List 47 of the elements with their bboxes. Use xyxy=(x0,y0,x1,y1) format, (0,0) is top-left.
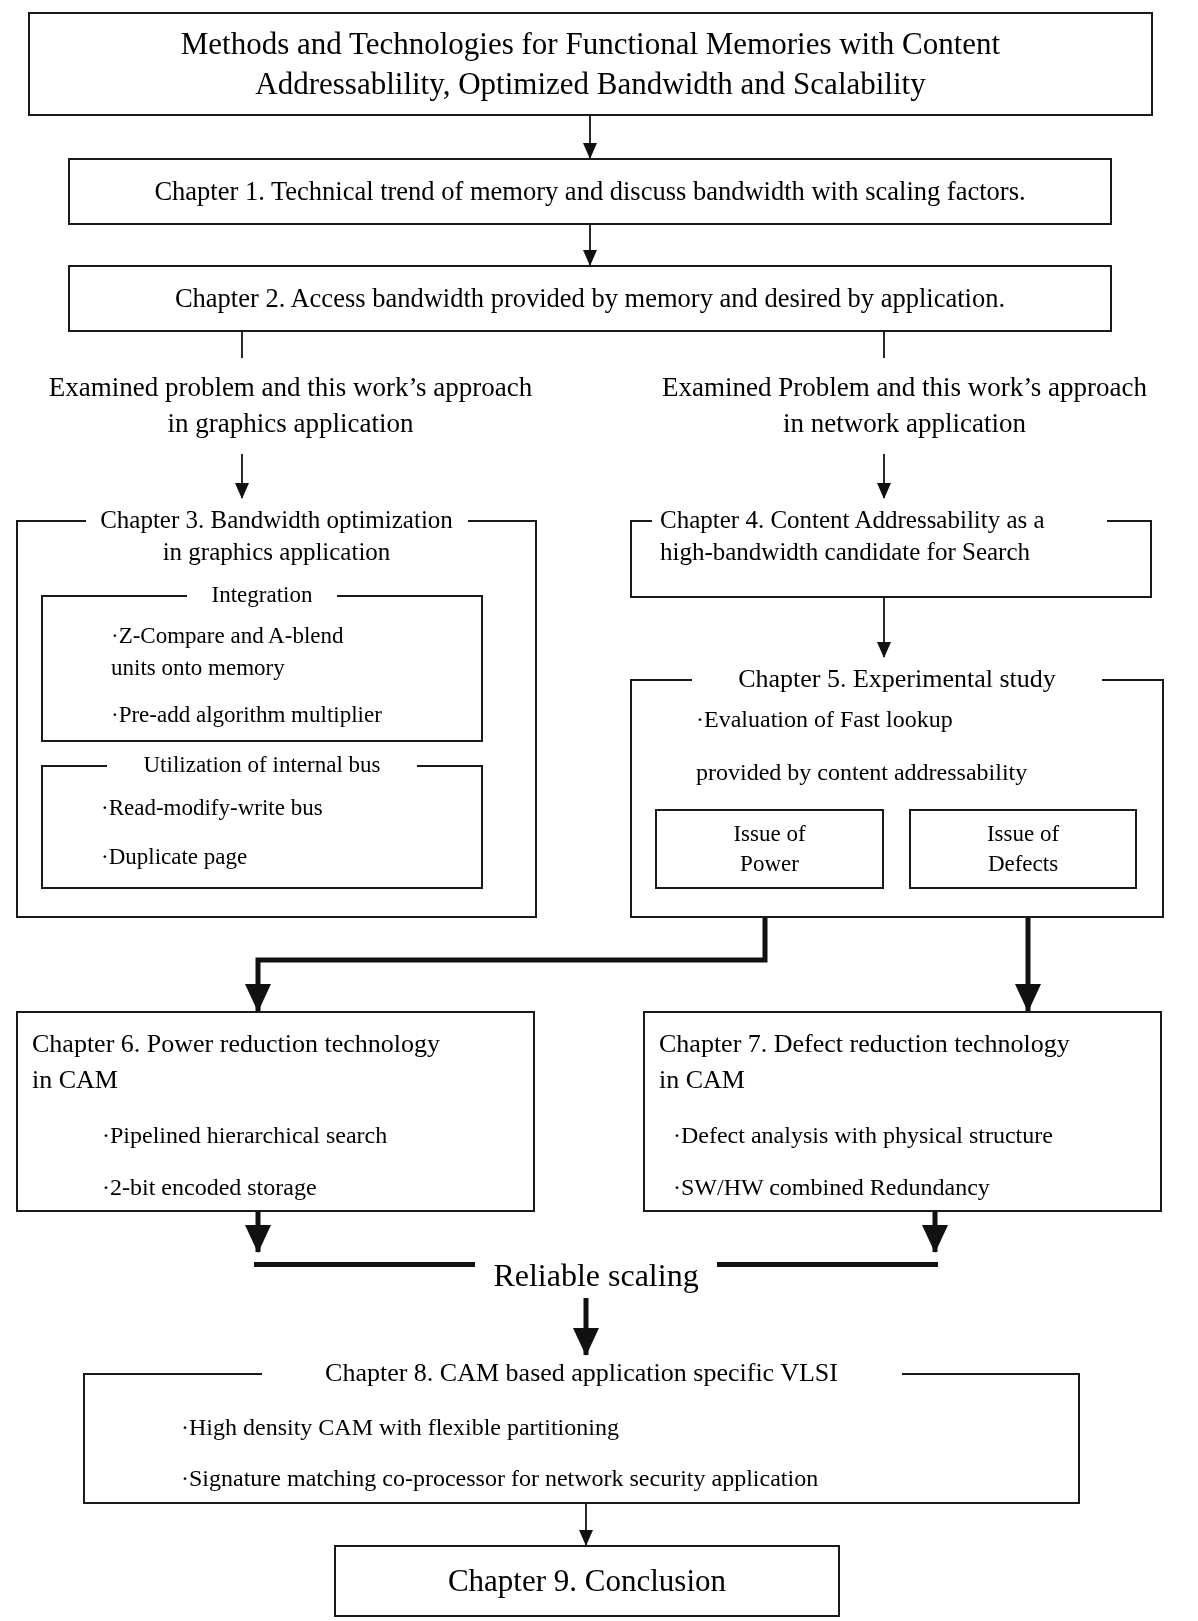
chapter-box xyxy=(655,809,884,889)
chapter-box xyxy=(28,12,1153,116)
chapter-box xyxy=(334,1545,840,1617)
bullet-text: ·2-bit encoded storage xyxy=(102,1173,318,1202)
box-heading: Chapter 6. Power reduction technology in CAM xyxy=(32,1028,441,1096)
box-text: Issue of Defects xyxy=(985,820,1061,878)
box-text: Chapter 2. Access bandwidth provided by memory and desired by application. xyxy=(174,282,1006,316)
box-heading: Utilization of internal bus xyxy=(142,751,382,780)
arrow xyxy=(573,1298,599,1356)
bullet-text: ·SW/HW combined Redundancy xyxy=(673,1173,991,1202)
box-heading: Chapter 8. CAM based application specific VLSI xyxy=(324,1357,839,1390)
section-label: Examined Problem and this work’s approach in network application xyxy=(657,370,1152,450)
arrow xyxy=(245,1212,271,1253)
arrow xyxy=(583,115,597,159)
box-heading: Chapter 4. Content Addressability as a high-bandwidth candidate for Search xyxy=(659,504,1046,568)
chapter-box xyxy=(68,265,1112,332)
arrow xyxy=(583,224,597,266)
bullet-text: ·Defect analysis with physical structure xyxy=(673,1121,1054,1150)
bullet-text: ·Evaluation of Fast lookup provided by content addressability xyxy=(696,705,1029,787)
arrow xyxy=(877,453,891,499)
box-text: Chapter 9. Conclusion xyxy=(447,1561,727,1600)
arrow xyxy=(1015,918,1041,1012)
box-heading: Integration xyxy=(210,581,314,610)
chapter-box xyxy=(643,1011,1162,1212)
chapter-box xyxy=(16,1011,535,1212)
bullet-text: ·Pipelined hierarchical search xyxy=(102,1121,389,1150)
arrow xyxy=(245,918,768,1012)
merge-label: Reliable scaling xyxy=(493,1256,699,1295)
box-heading: Chapter 5. Experimental study xyxy=(737,663,1057,696)
box-text: Methods and Technologies for Functional Memories with Content Addressablility, Optimized Bandwidth and Scalability xyxy=(179,24,1002,103)
box-heading: Chapter 3. Bandwidth optimization in graphics application xyxy=(99,504,454,568)
bullet-text: ·Read-modify-write bus xyxy=(101,794,324,822)
chapter-box xyxy=(68,158,1112,225)
arrow xyxy=(579,1503,593,1546)
bullet-text: ·Z-Compare and A-blend units onto memory xyxy=(111,622,345,682)
arrow xyxy=(235,453,249,499)
box-text: Chapter 1. Technical trend of memory and discuss bandwidth with scaling factors. xyxy=(154,175,1026,209)
box-heading: Chapter 7. Defect reduction technology in CAM xyxy=(659,1028,1071,1096)
bullet-text: ·Duplicate page xyxy=(101,843,249,871)
bullet-text: ·Pre-add algorithm multiplier xyxy=(111,701,383,729)
bullet-text: ·Signature matching co-processor for network security application xyxy=(181,1464,820,1493)
arrow xyxy=(877,597,891,658)
section-label: Examined problem and this work’s approach in graphics application xyxy=(43,370,538,450)
arrow xyxy=(922,1212,948,1253)
box-text: Issue of Power xyxy=(732,820,807,878)
chapter-box xyxy=(909,809,1137,889)
bullet-text: ·High density CAM with flexible partitioning xyxy=(181,1413,620,1442)
